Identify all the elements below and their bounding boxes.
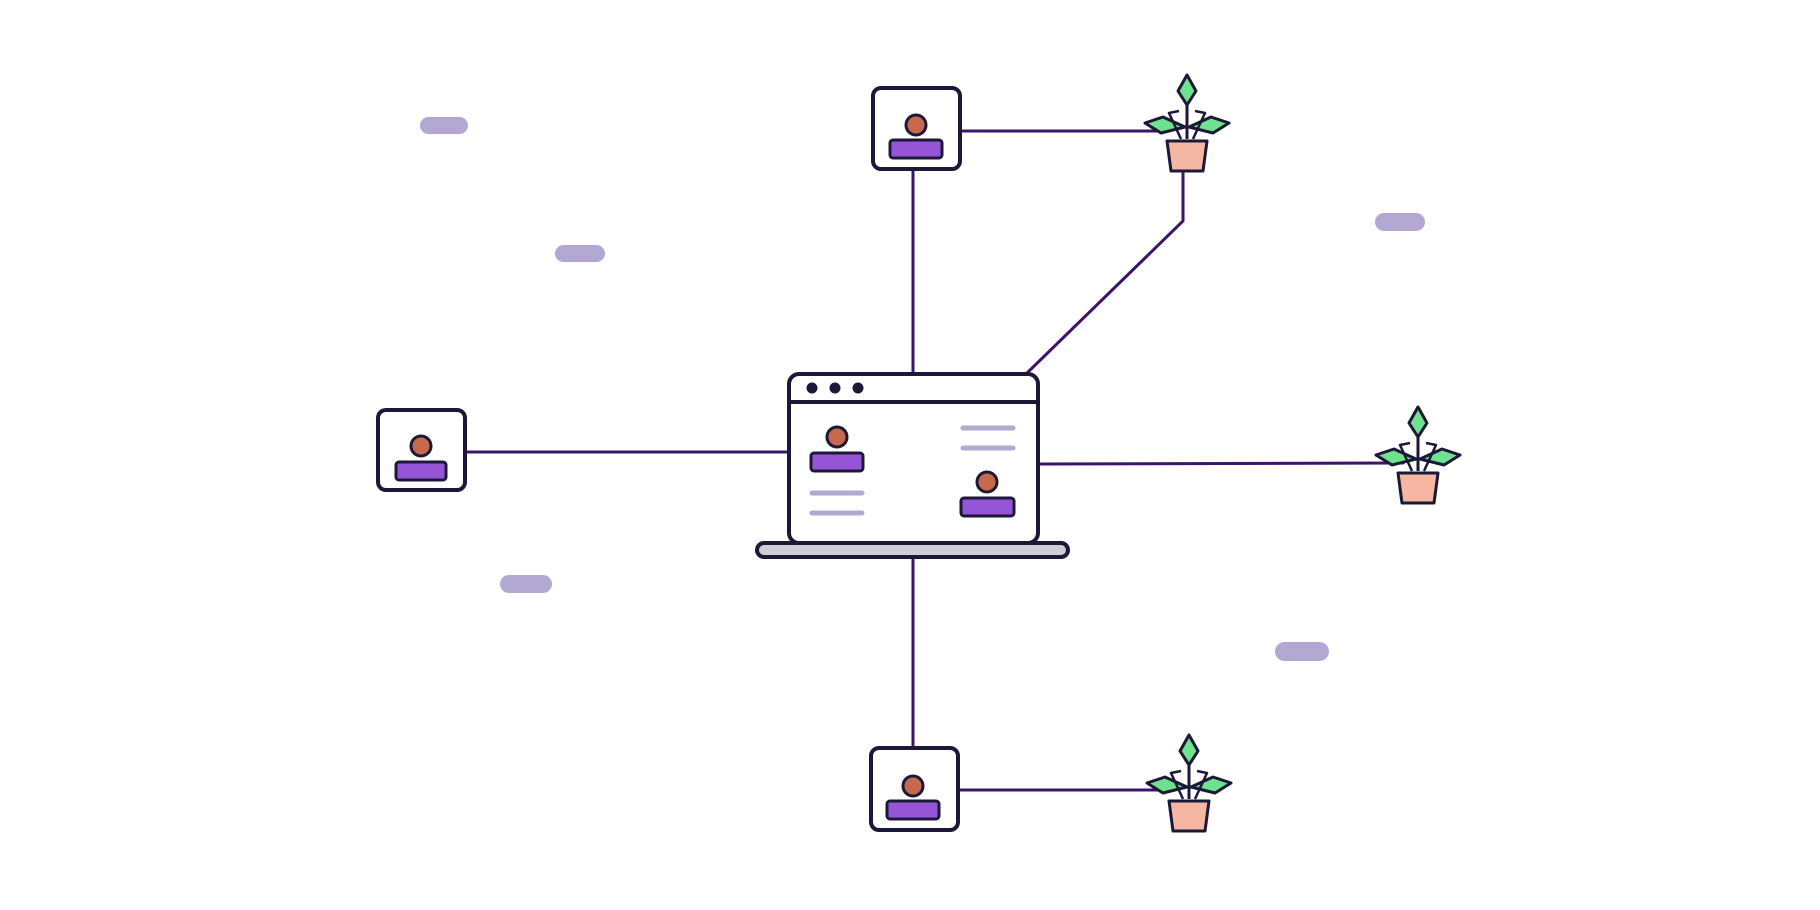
user-avatar-icon	[885, 799, 941, 821]
decorations	[420, 117, 1425, 661]
user-card-left	[376, 408, 467, 492]
user-avatar-icon	[809, 425, 865, 473]
potted-plant-icon	[1145, 733, 1233, 833]
placeholder-text-lines	[809, 425, 1016, 516]
user-avatar-icon	[888, 138, 944, 160]
user-avatar-icon	[394, 460, 448, 482]
potted-plant-icon	[1374, 405, 1462, 505]
user-avatar-head	[901, 774, 925, 798]
user-avatar-head	[409, 434, 433, 458]
user-avatar-icon	[959, 470, 1016, 518]
decoration-dash	[1375, 213, 1425, 231]
user-card-top	[871, 86, 962, 171]
decoration-dash	[420, 117, 468, 134]
connectors	[464, 129, 1405, 792]
user-card-bottom	[869, 746, 960, 832]
window-dot-icon	[829, 382, 841, 394]
laptop-base	[755, 541, 1070, 559]
user-avatar-head	[904, 113, 928, 137]
decoration-dash	[1275, 642, 1329, 661]
laptop-browser-icon	[755, 372, 1070, 559]
window-dot-icon	[852, 382, 864, 394]
edge-plant-right-laptop	[1038, 461, 1405, 466]
decoration-dash	[555, 245, 605, 262]
potted-plant-icon	[1143, 73, 1231, 173]
decoration-dash	[500, 575, 552, 593]
window-dot-icon	[806, 382, 818, 394]
edge-plant-top-laptop	[1025, 170, 1185, 375]
